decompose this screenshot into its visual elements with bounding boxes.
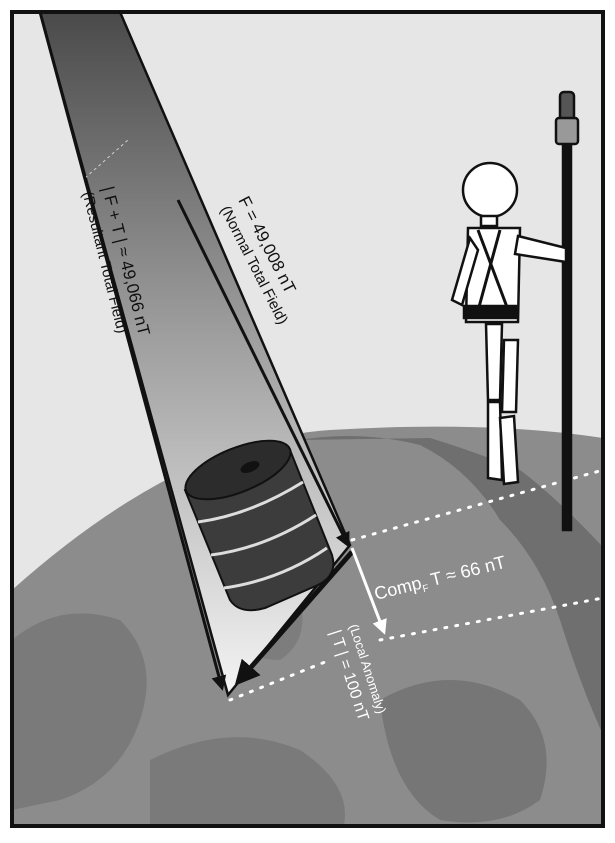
magnetometer-survey-diagram: F = 49,008 nT (Normal Total Field) | F +… [0, 0, 615, 838]
diagram-canvas: F = 49,008 nT (Normal Total Field) | F +… [0, 0, 615, 838]
